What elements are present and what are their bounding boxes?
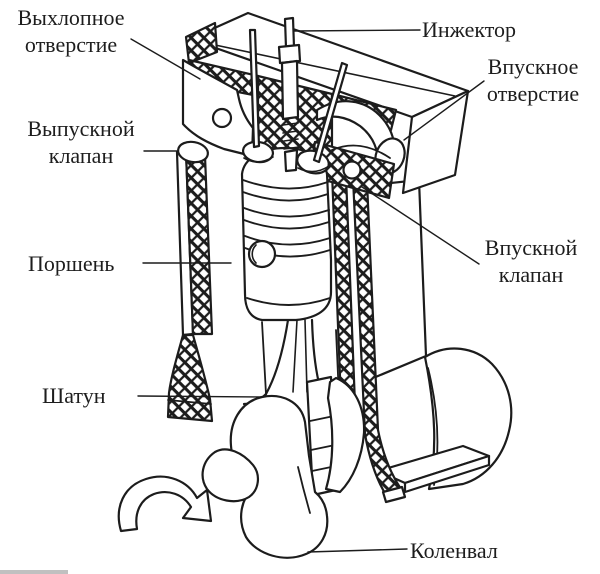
piston-drawing — [240, 146, 333, 322]
label-line: Впускной — [484, 235, 578, 260]
leader-crankshaft — [307, 548, 408, 553]
wrist-pin — [247, 239, 277, 269]
leader-lines — [130, 29, 485, 553]
label-line: клапан — [498, 262, 564, 287]
cylinder-head-drawing — [181, 11, 470, 200]
label-line: клапан — [48, 143, 114, 168]
label-crankshaft: Коленвал — [410, 537, 498, 564]
scan-artifact — [0, 570, 68, 574]
label-line: Впускное — [487, 54, 579, 79]
label-line: Поршень — [28, 251, 115, 276]
leader-intake-valve — [361, 186, 480, 265]
exhaust-valve-stem — [248, 28, 261, 149]
intake-valve-stem — [312, 61, 349, 164]
valves-drawing — [177, 28, 349, 175]
label-line: отверстие — [486, 81, 580, 106]
label-line: Выпускной — [27, 116, 135, 141]
leader-intake-port — [403, 80, 485, 141]
piston-rings — [242, 179, 331, 306]
leader-exhaust-port — [130, 38, 201, 80]
leader-injector — [293, 29, 421, 32]
label-line: Коленвал — [410, 538, 498, 563]
label-connecting-rod: Шатун — [42, 382, 106, 409]
cylinder-wall-left — [166, 150, 214, 423]
label-piston: Поршень — [28, 250, 114, 277]
label-line: отверстие — [24, 32, 118, 57]
label-exhaust-port: Выхлопное отверстие — [6, 4, 136, 58]
label-injector: Инжектор — [422, 16, 516, 43]
leader-connecting-rod — [137, 395, 264, 398]
rotation-arrow-icon — [117, 475, 213, 533]
label-exhaust-valve: Выпускной клапан — [16, 115, 146, 169]
injector-drawing — [277, 16, 302, 173]
label-intake-port: Впускное отверстие — [468, 53, 598, 107]
crankcase-right-block — [361, 178, 513, 494]
crankshaft-drawing — [201, 375, 366, 559]
label-line: Шатун — [42, 383, 106, 408]
label-line: Выхлопное — [17, 5, 125, 30]
label-intake-valve: Впускной клапан — [474, 234, 588, 288]
exhaust-port-boss — [177, 140, 209, 164]
label-line: Инжектор — [422, 17, 517, 42]
